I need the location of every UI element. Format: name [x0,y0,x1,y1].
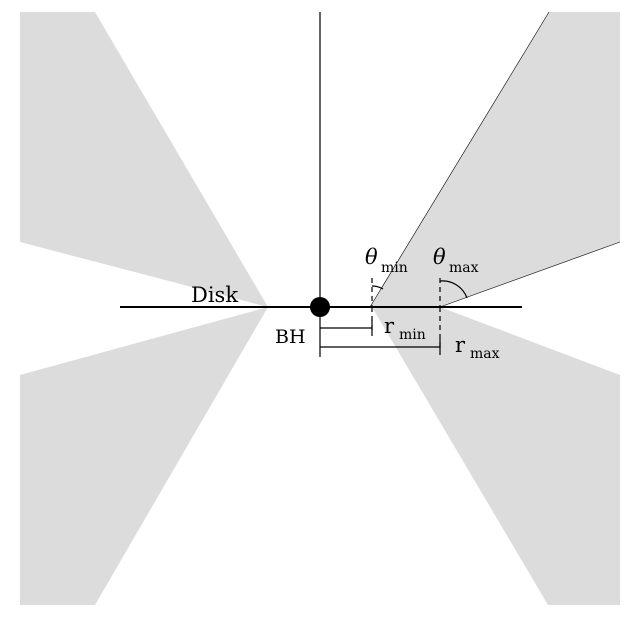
cone-boundary-line [369,11,550,308]
theta-max-subscript: max [449,260,479,276]
left-outflow-region [20,12,268,605]
theta-min-arc [371,285,384,290]
cone-boundary-line-outer [439,241,621,308]
lower-right-outflow-region [372,307,620,605]
disk-label: Disk [191,283,238,307]
theta-min-symbol: θ [365,245,378,269]
theta-max-arc [439,280,468,299]
bh-label: BH [275,326,306,348]
black-hole-dot [310,297,330,317]
r-max-subscript: max [470,346,500,362]
r-min-subscript: min [399,327,426,343]
outflow-regions [20,11,621,605]
r-max-symbol: r [455,333,466,357]
upper-right-outflow-region [370,12,620,307]
theta-min-subscript: min [381,260,408,276]
theta-max-symbol: θ [433,245,446,269]
r-min-symbol: r [384,314,395,338]
